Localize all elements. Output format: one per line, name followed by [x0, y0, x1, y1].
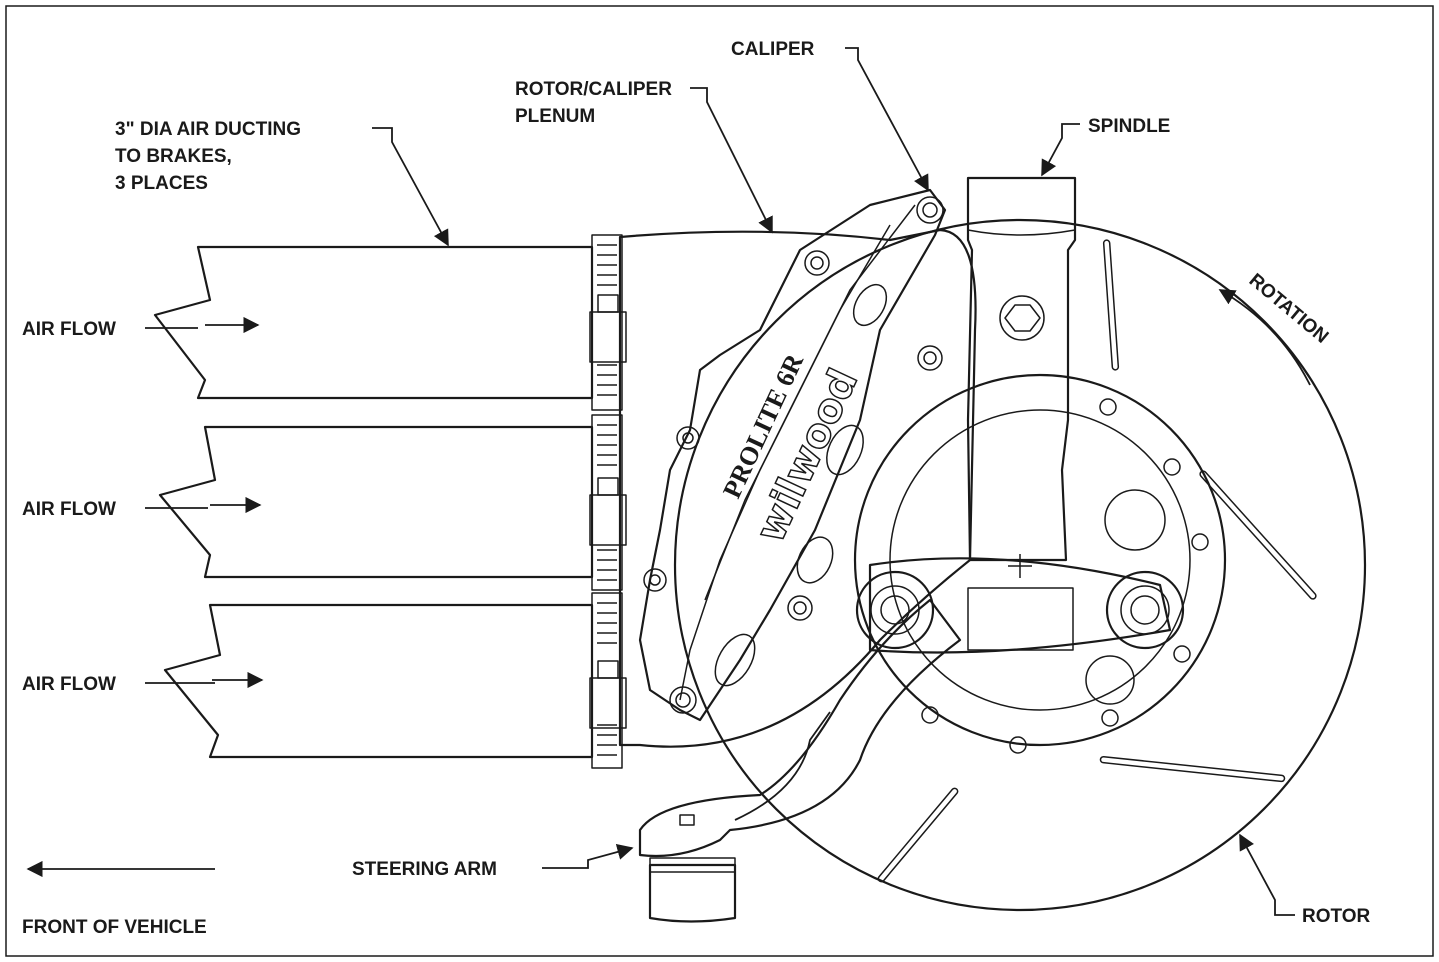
hose-clamp-bottom [589, 592, 627, 769]
hose-clamp-top [589, 234, 627, 411]
steering-arm [638, 598, 962, 923]
ducting-label-line1: 3" DIA AIR DUCTING [115, 119, 301, 140]
rotor [673, 218, 1367, 912]
rotation-arrow [1218, 289, 1311, 386]
air-duct-top [153, 245, 594, 400]
front-of-vehicle-label: FRONT OF VEHICLE [22, 917, 207, 938]
hose-clamp-middle [589, 414, 627, 591]
rotor-label: ROTOR [1302, 906, 1371, 927]
air-duct-bottom [163, 603, 594, 759]
leader-lines [26, 47, 1295, 916]
hub [853, 373, 1227, 754]
spindle-arm [855, 554, 1185, 654]
air-flow-label-bottom: AIR FLOW [22, 674, 116, 695]
steering-arm-label: STEERING ARM [352, 859, 497, 880]
plenum-label-line2: PLENUM [515, 106, 595, 127]
air-flow-label-top: AIR FLOW [22, 319, 116, 340]
ducting-label-line3: 3 PLACES [115, 173, 208, 194]
rotor-caliper-plenum [618, 228, 977, 748]
caliper-label: CALIPER [731, 39, 815, 60]
spindle-label: SPINDLE [1088, 116, 1170, 137]
spindle [966, 176, 1077, 562]
plenum-label-line1: ROTOR/CALIPER [515, 79, 672, 100]
diagram-frame [5, 5, 1434, 957]
air-flow-label-middle: AIR FLOW [22, 499, 116, 520]
rotation-label: ROTATION [1245, 270, 1332, 348]
ducting-label-line2: TO BRAKES, [115, 146, 232, 167]
air-duct-middle [158, 425, 594, 579]
caliper: PROLITE 6R wilwood [638, 188, 947, 722]
